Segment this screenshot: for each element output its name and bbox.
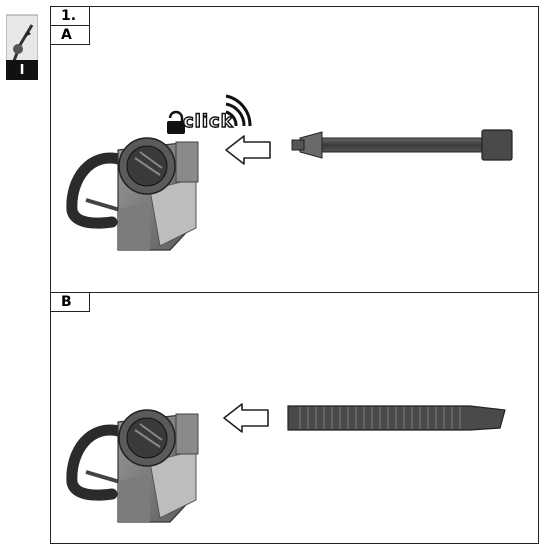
crevice-tool (287, 405, 506, 431)
extension-tube (291, 129, 513, 161)
panel-a-label: A (50, 25, 90, 45)
insert-arrow-a (225, 135, 271, 165)
panel-divider (50, 292, 539, 293)
sound-waves-icon (225, 94, 252, 127)
click-label: click (182, 110, 234, 132)
instruction-frame (50, 6, 539, 544)
lock-icon (167, 110, 185, 134)
vacuum-unit-a (66, 137, 199, 251)
vacuum-unit-b (66, 409, 199, 523)
insert-arrow-b (223, 403, 269, 433)
panel-b-label: B (50, 292, 90, 312)
section-tab: I (6, 60, 38, 80)
